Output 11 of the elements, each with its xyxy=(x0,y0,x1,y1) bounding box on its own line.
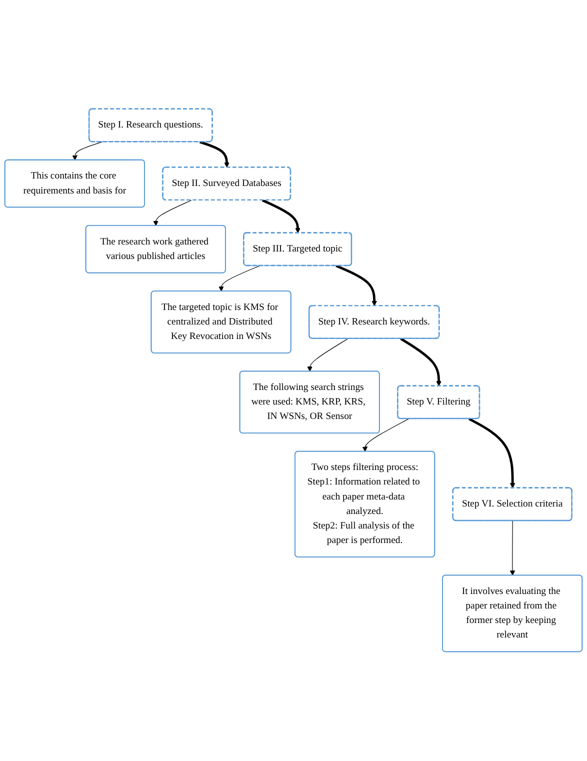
arrow xyxy=(362,418,409,452)
arrow xyxy=(307,338,348,372)
arrow xyxy=(153,200,192,226)
arrow xyxy=(72,142,102,161)
arrow xyxy=(262,199,300,234)
arrow xyxy=(336,264,377,306)
arrow xyxy=(400,338,442,386)
arrow xyxy=(510,520,516,576)
arrow xyxy=(199,141,230,168)
arrow xyxy=(218,266,260,292)
arrow xyxy=(468,418,516,488)
